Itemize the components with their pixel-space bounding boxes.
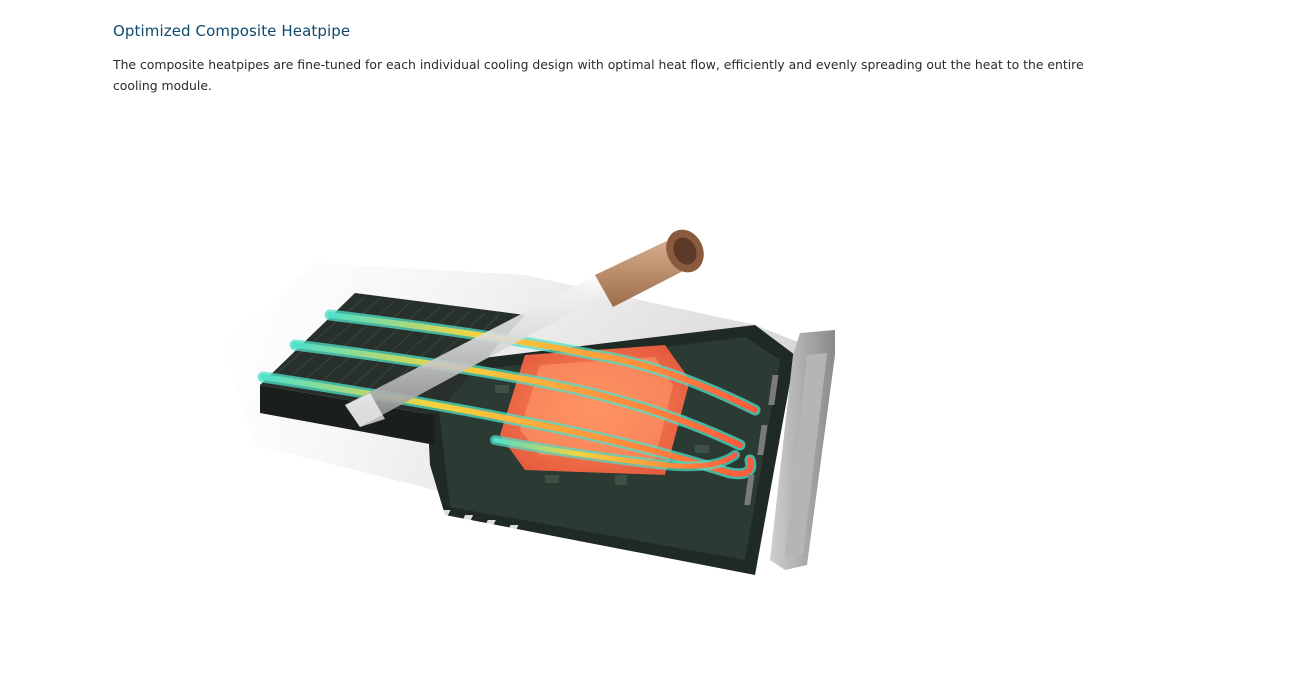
gpu-cooler-illustration: [225, 229, 835, 575]
feature-description: The composite heatpipes are fine-tuned f…: [113, 57, 1084, 93]
feature-title: Optimized Composite Heatpipe: [113, 22, 351, 40]
heatpipe-illustration: [195, 215, 855, 605]
